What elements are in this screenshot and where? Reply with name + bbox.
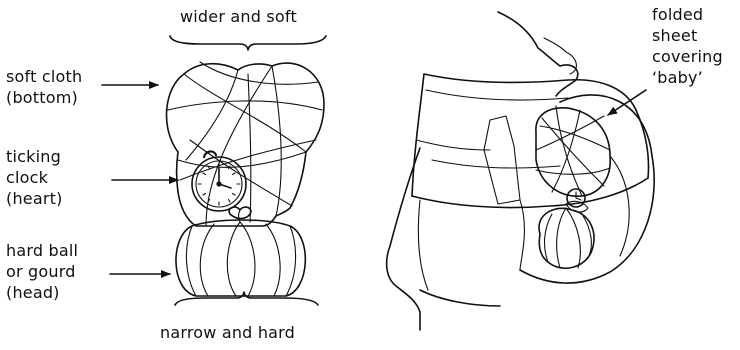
label-soft-cloth-line1: soft cloth: [6, 66, 82, 87]
label-clock-line1: ticking: [6, 146, 63, 167]
label-ticking-clock: ticking clock (heart): [6, 146, 63, 209]
belly-bulge: [520, 95, 654, 283]
body-outline-back: [498, 12, 578, 96]
label-wider-and-soft-text: wider and soft: [180, 6, 297, 27]
label-clock-line2: clock: [6, 167, 63, 188]
body-outline-front: [387, 148, 420, 312]
soft-cloth-bundle: [167, 63, 324, 226]
label-soft-cloth-line2: (bottom): [6, 87, 82, 108]
arrow-sheet: [608, 90, 646, 115]
label-hard-ball: hard ball or gourd (head): [6, 240, 78, 303]
label-ball-line3: (head): [6, 282, 78, 303]
sheet-band: [424, 74, 636, 110]
label-ball-line2: or gourd: [6, 261, 78, 282]
label-ball-line1: hard ball: [6, 240, 78, 261]
baby-model-left: [167, 62, 324, 296]
label-sheet-line2: sheet: [652, 25, 723, 46]
model-worn-on-body: [387, 12, 655, 330]
label-sheet-line4: ‘baby’: [652, 67, 723, 88]
hard-ball-gourd: [176, 220, 305, 296]
label-folded-sheet: folded sheet covering ‘baby’: [652, 4, 723, 88]
label-sheet-line1: folded: [652, 4, 723, 25]
top-brace: [170, 36, 326, 50]
label-sheet-line3: covering: [652, 46, 723, 67]
bottom-brace: [175, 292, 318, 305]
label-narrow-and-hard: narrow and hard: [160, 322, 295, 343]
label-clock-line3: (heart): [6, 188, 63, 209]
label-soft-cloth: soft cloth (bottom): [6, 66, 82, 108]
label-narrow-and-hard-text: narrow and hard: [160, 322, 295, 343]
label-wider-and-soft: wider and soft: [180, 6, 297, 27]
